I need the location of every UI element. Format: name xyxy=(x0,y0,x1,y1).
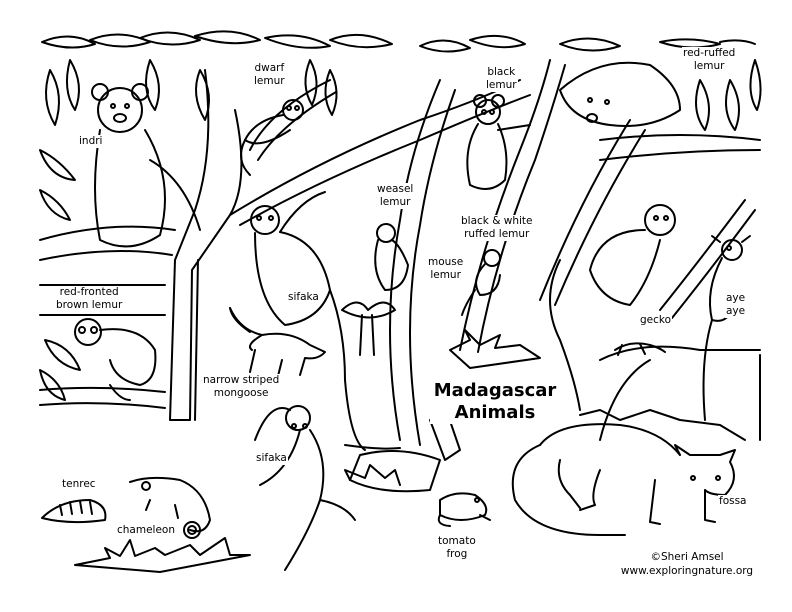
label-aye-aye: aye aye xyxy=(725,292,747,318)
page-title: Madagascar Animals xyxy=(430,380,560,424)
label-weasel-lemur: weasel lemur xyxy=(376,183,415,209)
title-line-2: Animals xyxy=(454,402,536,423)
indri-figure xyxy=(91,83,201,248)
label-sifaka-hanging: sifaka xyxy=(287,291,320,304)
label-sifaka-leaping: sifaka xyxy=(255,452,288,465)
label-dwarf-lemur: dwarf lemur xyxy=(253,62,286,88)
label-tomato-frog: tomato frog xyxy=(437,535,477,561)
trees xyxy=(39,59,761,493)
aye-aye-figure xyxy=(702,235,751,421)
moth-figure xyxy=(341,301,396,356)
credit-block: ©Sheri Amsel www.exploringnature.org xyxy=(612,550,762,578)
black-white-ruffed-lemur-figure xyxy=(549,204,676,411)
tomato-frog-figure xyxy=(437,492,491,527)
chameleon-figure xyxy=(129,476,211,539)
label-red-ruffed-lemur: red-ruffed lemur xyxy=(682,47,737,73)
title-line-1: Madagascar xyxy=(433,380,557,401)
red-fronted-brown-lemur-figure xyxy=(74,318,157,401)
label-black-white-ruffed-lemur: black & white ruffed lemur xyxy=(460,215,534,241)
tenrec-figure xyxy=(41,499,107,524)
sifaka-hanging-figure xyxy=(250,191,366,451)
ground-grass xyxy=(74,329,746,573)
black-lemur-figure xyxy=(466,94,531,190)
gecko-figure xyxy=(614,342,666,356)
weasel-lemur-figure xyxy=(374,223,409,291)
dwarf-lemur-figure xyxy=(240,99,304,176)
label-fossa: fossa xyxy=(718,495,748,508)
mongoose-figure xyxy=(229,307,326,377)
label-red-fronted-brown-lemur: red-fronted brown lemur xyxy=(55,286,124,312)
red-ruffed-lemur-figure xyxy=(559,61,681,127)
canopy-leaves xyxy=(39,30,762,401)
label-narrow-striped-mongoose: narrow striped mongoose xyxy=(202,374,281,400)
label-mouse-lemur: mouse lemur xyxy=(427,256,465,282)
mouse-lemur-figure xyxy=(461,249,501,316)
website-text: www.exploringnature.org xyxy=(620,565,754,577)
copyright-text: ©Sheri Amsel xyxy=(650,551,724,563)
label-gecko: gecko xyxy=(639,314,673,327)
fossa-figure xyxy=(511,423,736,536)
label-chameleon: chameleon xyxy=(116,524,177,537)
label-indri: indri xyxy=(78,135,104,148)
label-tenrec: tenrec xyxy=(61,478,97,491)
label-black-lemur: black lemur xyxy=(485,66,518,92)
